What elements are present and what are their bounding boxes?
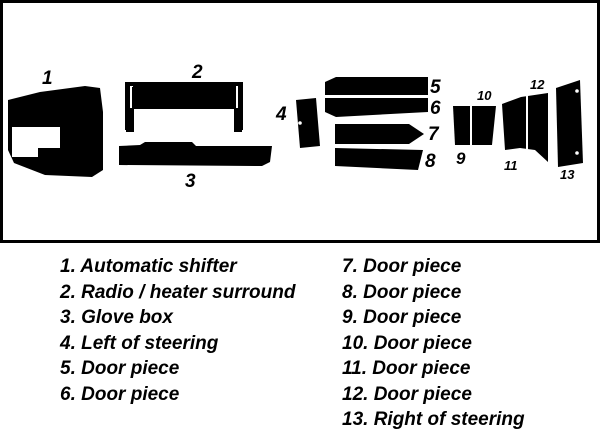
part-5-shape [325,77,428,95]
legend-item-3: 3. Glove box [60,307,173,328]
part-3-number: 3 [185,171,196,192]
legend-item-13: 13. Right of steering [342,409,525,430]
legend-item-10: 10. Door piece [342,332,472,354]
part-7-number: 7 [428,124,440,145]
legend-item-2: 2. Radio / heater surround [60,281,296,303]
part-13-hole-top [575,89,579,93]
part-2-number: 2 [191,62,203,83]
legend-item-4: 4. Left of steering [60,332,219,354]
legend-item-5: 5. Door piece [60,358,180,379]
part-2-right-leg [234,108,242,132]
legend-item-1: 1. Automatic shifter [60,256,237,277]
part-8-shape [335,148,423,170]
parts-legend-right: 7. Door piece 8. Door piece 9. Door piec… [342,254,525,433]
part-11-number: 11 [504,158,518,173]
part-13-number: 13 [560,167,575,182]
part-1-number: 1 [42,68,53,89]
part-5-number: 5 [430,77,441,98]
legend-item-12: 12. Door piece [342,383,472,405]
part-7-shape [335,124,424,144]
part-11-12-shape [502,93,548,162]
part-6-shape [325,98,428,117]
part-4-shape [296,98,320,148]
part-13-shape [556,80,583,167]
part-6-number: 6 [430,98,441,119]
parts-diagram: 1 2 3 4 5 6 7 8 9 10 11 12 13 [0,0,600,243]
part-1-cutout [12,127,60,157]
legend-item-11: 11. Door piece [342,358,471,379]
legend-item-7: 7. Door piece [342,256,462,277]
legend-item-6: 6. Door piece [60,383,180,405]
part-4-hole [298,121,302,125]
part-3-shape [119,142,272,166]
part-4-number: 4 [275,104,287,125]
legend-item-9: 9. Door piece [342,307,462,328]
part-8-number: 8 [425,151,436,172]
part-9-shape [453,106,496,145]
parts-legend-left: 1. Automatic shifter 2. Radio / heater s… [60,254,295,407]
part-2-shape [125,82,243,130]
part-10-number: 10 [477,88,492,103]
part-9-number: 9 [456,149,466,168]
part-2-left-leg [126,108,134,132]
part-13-hole-bottom [575,151,579,155]
part-12-number: 12 [530,77,545,92]
legend-item-8: 8. Door piece [342,281,462,303]
